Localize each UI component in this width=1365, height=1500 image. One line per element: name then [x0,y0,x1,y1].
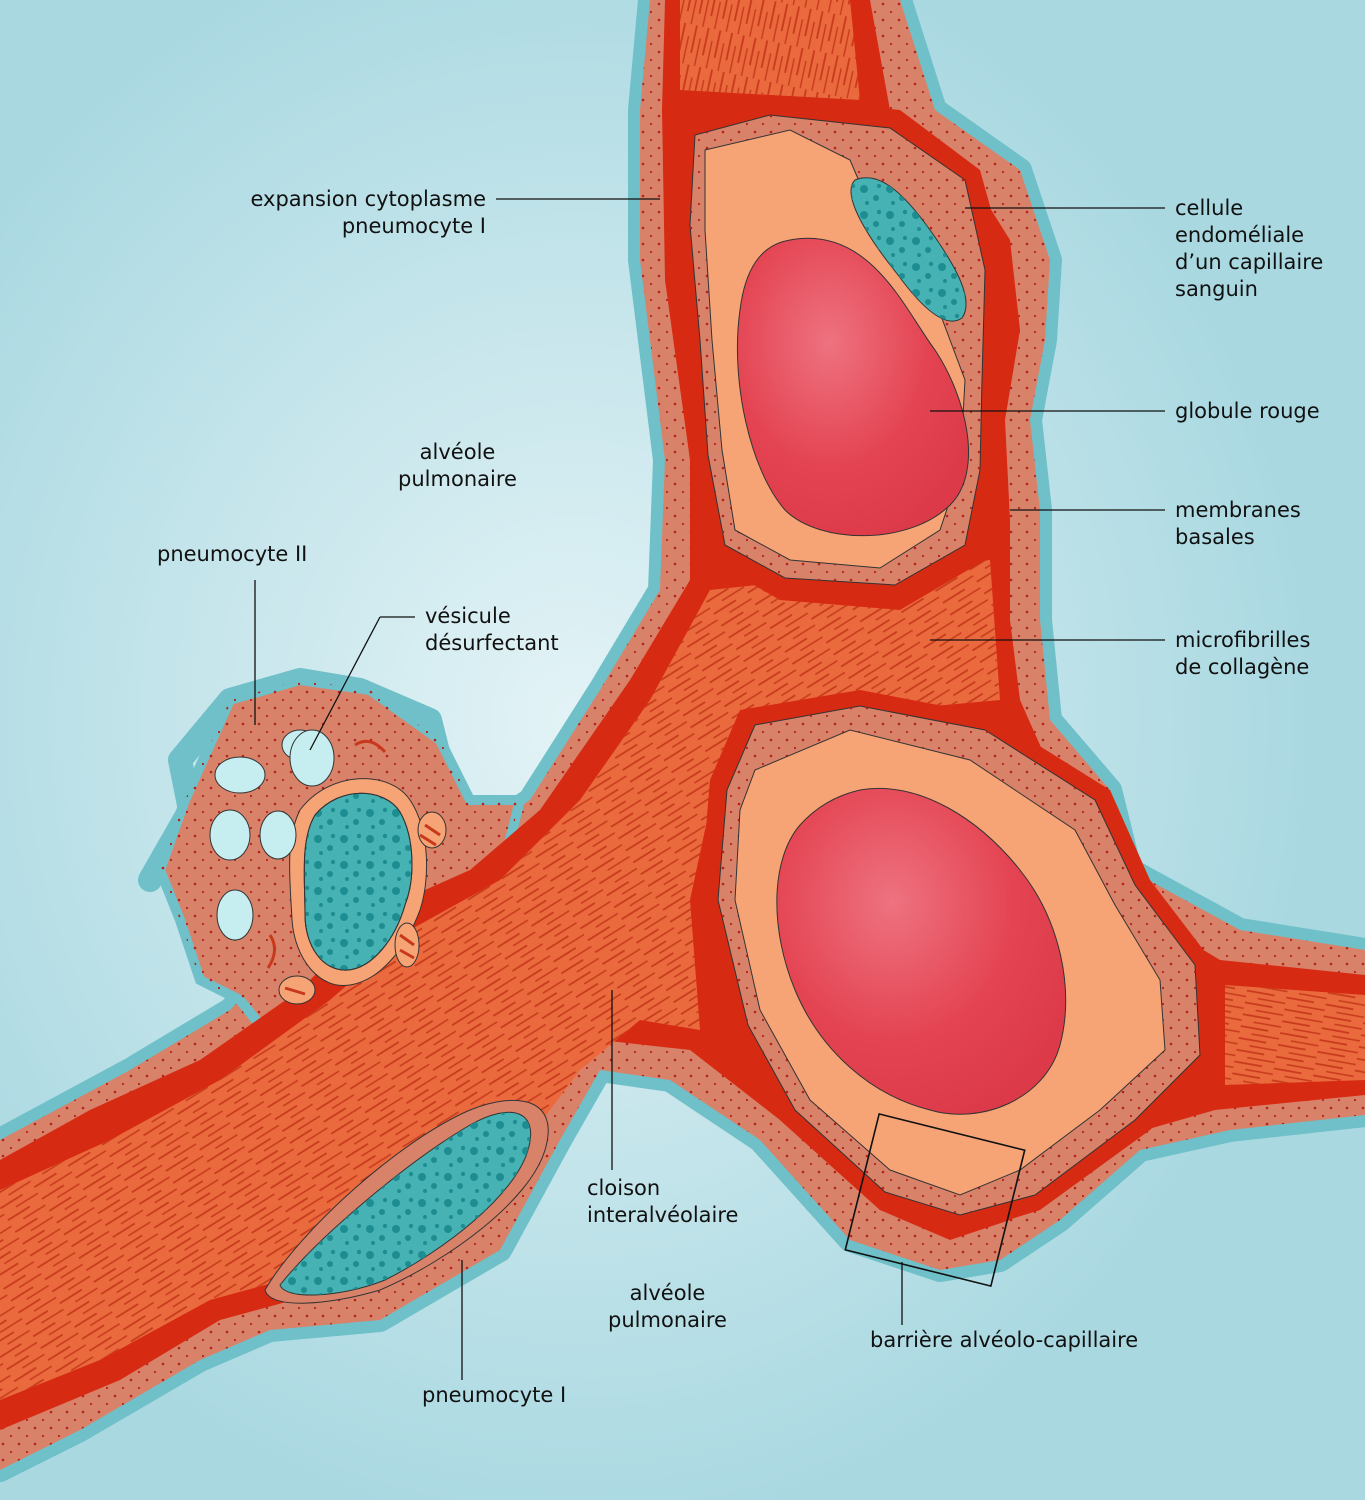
label-membranes-basales: membranes basales [1175,498,1301,549]
capillary-upper [670,95,1005,610]
label-alveole-lower: alvéole pulmonaire [608,1281,727,1332]
pneumocyte-ii-organelles [209,729,447,1005]
collagen-fibrils [0,0,1365,1400]
label-cloison: cloison interalvéolaire [587,1176,739,1227]
pneumocyte-i [264,1099,549,1304]
label-microfibrilles: microfibrilles de collagène [1175,628,1311,679]
label-pneumocyte-ii: pneumocyte II [157,542,308,566]
red-blood-cell-upper [736,237,970,537]
label-cellule-endomeliale: cellule endoméliale d’un capillaire sang… [1175,196,1324,301]
capillary-lower [700,690,1220,1235]
label-vesicule: vésicule désurfectant [425,604,559,655]
label-globule-rouge: globule rouge [1175,399,1320,423]
label-expansion-cytoplasme: expansion cytoplasme pneumocyte I [250,187,486,238]
label-pneumocyte-i: pneumocyte I [422,1383,567,1407]
surfactant-vesicles [209,729,335,941]
label-alveole-upper: alvéole pulmonaire [398,440,517,491]
leader-lines [254,198,1165,1380]
label-barriere: barrière alvéolo-capillaire [870,1328,1139,1352]
red-blood-cell-lower [776,788,1067,1115]
barrier-frame [844,1112,1026,1288]
